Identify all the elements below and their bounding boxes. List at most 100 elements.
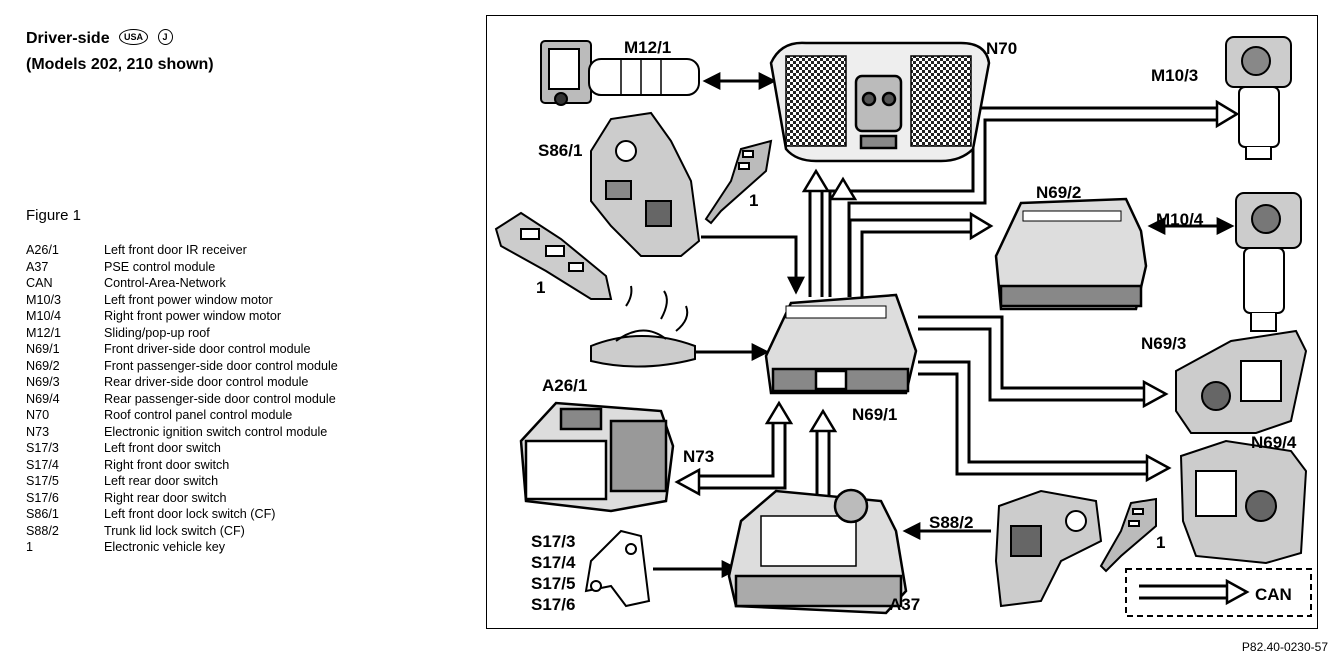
- label-s17-6: S17/6: [531, 595, 575, 614]
- arrow-s86-1-n69-1: [701, 235, 805, 295]
- figure-label: Figure 1: [26, 207, 82, 224]
- label-key-1b: 1: [536, 278, 545, 297]
- label-key-1a: 1: [749, 191, 758, 210]
- legend-code: CAN: [26, 276, 53, 290]
- legend-code: N69/1: [26, 342, 60, 356]
- legend-desc: PSE control module: [104, 259, 216, 274]
- arrowhead-n69-2: [969, 211, 994, 241]
- legend-desc: Front passenger-side door control module: [104, 358, 338, 373]
- arrowhead-n70-b: [828, 176, 858, 201]
- n70-roof-control-panel: [769, 41, 991, 163]
- key-icon-b: [494, 211, 613, 300]
- legend-desc: Front driver-side door control module: [104, 342, 311, 356]
- legend-row: N69/1 Front driver-side door control modu…: [26, 341, 338, 358]
- legend-row: CAN Control-Area-Network: [26, 275, 338, 292]
- legend-desc: Rear passenger-side door control module: [104, 391, 336, 406]
- arrowhead-can: [1225, 578, 1250, 606]
- legend-row: S17/5 Left rear door switch: [26, 473, 338, 490]
- header-title-line1: Driver-side USA J: [26, 28, 173, 48]
- legend-desc: Control-Area-Network: [104, 276, 226, 290]
- legend-code: S88/2: [26, 523, 59, 538]
- legend-code: N69/2: [26, 358, 60, 373]
- bus-to-n69-4: [918, 360, 1149, 476]
- legend-row: 1 Electronic vehicle key: [26, 539, 338, 556]
- bus-arrowheads: [674, 99, 1250, 606]
- legend-desc: Left front door switch: [104, 441, 221, 455]
- legend-desc: Left front door lock switch (CF): [104, 507, 276, 521]
- label-m10-3: M10/3: [1151, 66, 1198, 85]
- legend-row: S88/2 Trunk lid lock switch (CF): [26, 523, 338, 540]
- key-icon-c: [1099, 497, 1157, 573]
- label-n69-4: N69/4: [1251, 433, 1297, 452]
- n69-3-door-control-module: [1175, 329, 1308, 434]
- label-a37: A37: [889, 595, 920, 614]
- title-text: Driver-side: [26, 30, 110, 47]
- label-m10-4: M10/4: [1156, 210, 1204, 229]
- thin-arrows: [653, 72, 1235, 578]
- arrowhead-m10-3: [1215, 99, 1240, 129]
- s88-2-trunk-lock-switch: [994, 489, 1103, 608]
- reference-code: P82.40-0230-57: [1241, 640, 1328, 654]
- legend-code: S86/1: [26, 507, 59, 521]
- header-title-line2: (Models 202, 210 shown): [26, 56, 214, 73]
- key-icon-a: [704, 139, 773, 225]
- label-can: CAN: [1255, 585, 1292, 604]
- label-s17-4: S17/4: [531, 553, 576, 572]
- legend-desc: Left front door IR receiver: [104, 243, 247, 257]
- diagram-canvas: M12/1 N70 M10/3 S86/1 1 N69/2 M10/4 1 N6…: [494, 36, 1312, 617]
- label-n69-2: N69/2: [1036, 183, 1081, 202]
- arrowhead-a37-n69-1-left: [764, 400, 794, 425]
- label-s86-1: S86/1: [538, 141, 582, 160]
- legend-desc: Electronic vehicle key: [104, 540, 226, 554]
- legend-row: S17/3 Left front door switch: [26, 440, 338, 457]
- label-s17-5: S17/5: [531, 574, 575, 593]
- legend-code: 1: [26, 540, 34, 554]
- a37-pse-control-module: [727, 488, 908, 615]
- label-a26-1: A26/1: [542, 376, 587, 395]
- arrowhead-n69-3: [1142, 379, 1169, 409]
- label-n69-3: N69/3: [1141, 334, 1186, 353]
- m10-3-window-motor: [1225, 36, 1292, 160]
- n69-4-door-control-module: [1179, 439, 1308, 565]
- legend-code: M10/4: [26, 309, 62, 323]
- legend-code: S17/5: [26, 474, 59, 488]
- m10-4-window-motor: [1235, 192, 1302, 332]
- legend-code: M10/3: [26, 292, 62, 307]
- arrowhead-n73: [674, 467, 701, 497]
- n69-2-door-control-module: [994, 197, 1148, 311]
- legend-desc: Trunk lid lock switch (CF): [104, 523, 245, 538]
- legend-row: M10/4 Right front power window motor: [26, 308, 338, 325]
- can-legend-box: [1125, 568, 1312, 617]
- legend-desc: Right front power window motor: [104, 309, 282, 323]
- japan-badge: J: [157, 28, 173, 45]
- s17-door-switch: [584, 529, 651, 608]
- legend-code: S17/4: [26, 457, 59, 472]
- n73-ignition-switch-module: [519, 401, 675, 513]
- arrowhead-a37-n69-1-right: [808, 408, 838, 433]
- n69-1-door-control-module: [764, 293, 918, 395]
- diagram-frame: M12/1 N70 M10/3 S86/1 1 N69/2 M10/4 1 N6…: [486, 15, 1318, 629]
- legend-code: S17/3: [26, 441, 59, 455]
- label-n73: N73: [683, 447, 714, 466]
- legend-desc: Left rear door switch: [104, 474, 219, 488]
- legend-desc: Sliding/pop-up roof: [104, 325, 210, 340]
- legend-code: S17/6: [26, 490, 59, 505]
- arrowhead-n69-4: [1145, 453, 1172, 483]
- diagram-labels: M12/1 N70 M10/3 S86/1 1 N69/2 M10/4 1 N6…: [531, 38, 1297, 614]
- label-s88-2: S88/2: [929, 513, 973, 532]
- label-m12-1: M12/1: [624, 38, 671, 57]
- bus-to-n69-2: [848, 218, 973, 297]
- usa-badge: USA: [119, 28, 149, 45]
- label-s17-3: S17/3: [531, 532, 575, 551]
- s86-1-door-lock-switch: [590, 111, 701, 257]
